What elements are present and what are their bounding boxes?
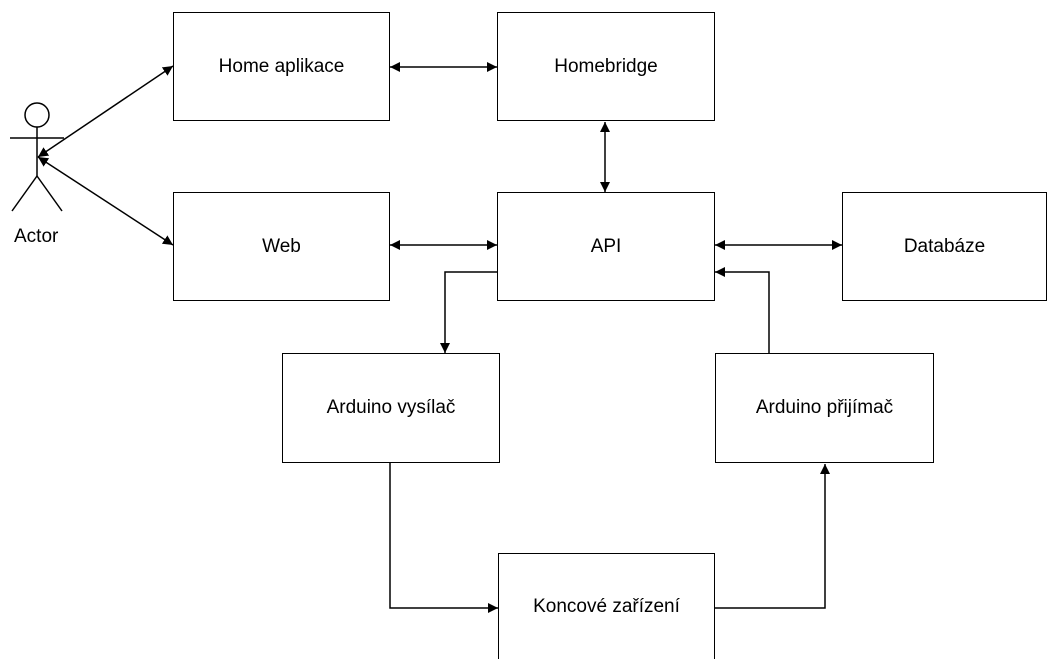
node-database[interactable]: Databáze <box>842 192 1047 301</box>
actor-label: Actor <box>14 226 59 247</box>
edge-arduino-rx-api <box>715 267 770 353</box>
node-home-app[interactable]: Home aplikace <box>173 12 390 121</box>
edge-api-arduino-tx <box>440 271 497 353</box>
edge-actor-web <box>37 156 174 246</box>
edge-actor-home-app <box>37 65 174 158</box>
node-end-device[interactable]: Koncové zařízení <box>498 553 715 659</box>
node-arduino-rx[interactable]: Arduino přijímač <box>715 353 934 463</box>
actor-icon[interactable] <box>10 102 64 212</box>
node-api[interactable]: API <box>497 192 715 301</box>
node-web[interactable]: Web <box>173 192 390 301</box>
node-arduino-tx[interactable]: Arduino vysílač <box>282 353 500 463</box>
node-homebridge[interactable]: Homebridge <box>497 12 715 121</box>
edge-arduino-tx-end-device <box>389 463 498 613</box>
edge-end-device-arduino-rx <box>715 464 830 609</box>
